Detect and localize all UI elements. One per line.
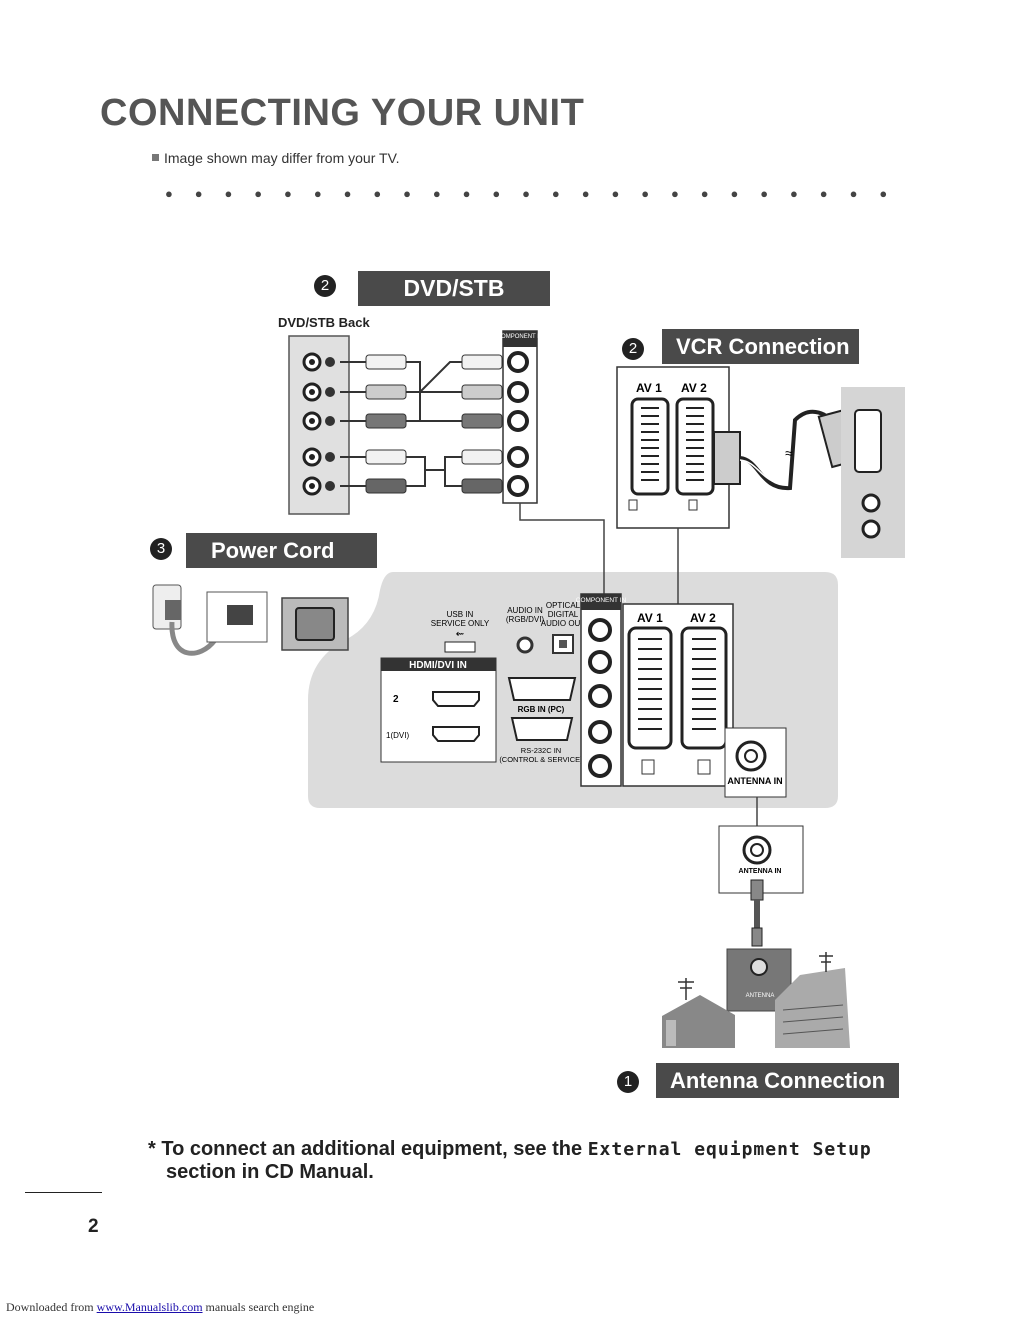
dvd-jack-pb <box>302 382 335 402</box>
hdmi-header <box>381 658 496 671</box>
power-cord-label: Power Cord <box>186 533 377 568</box>
image-note: Image shown may differ from your TV. <box>152 150 400 166</box>
component-in-header-tv <box>581 594 621 610</box>
footnote-prefix: * To connect an additional equipment, se… <box>148 1138 588 1160</box>
plug-icon <box>165 600 181 620</box>
coax-plug <box>750 879 764 901</box>
audio-in-sub-label: (RGB/DVI) <box>506 615 545 624</box>
vcr-device-scart <box>854 409 882 473</box>
image-note-text: Image shown may differ from your TV. <box>164 150 400 166</box>
rs232-label-2: (CONTROL & SERVICE) <box>499 755 583 764</box>
optical-label-1: OPTICAL <box>546 601 581 610</box>
component-in-header-top <box>503 331 537 347</box>
vcr-scart-plug-left <box>713 431 741 485</box>
antenna-step-number: 1 <box>617 1071 639 1093</box>
footnote: * To connect an additional equipment, se… <box>148 1138 872 1183</box>
hdmi-box <box>380 657 497 763</box>
dvd-jack-pr <box>302 411 335 431</box>
rs232-label-1: RS-232C IN <box>521 746 561 755</box>
component-jacks-tv[interactable] <box>588 618 612 778</box>
dvd-jack-y <box>302 352 335 372</box>
hdmi-port-1[interactable] <box>432 726 480 742</box>
audio-in-jack[interactable] <box>516 636 534 654</box>
rgb-in-port[interactable] <box>507 677 577 701</box>
power-step-number: 3 <box>150 538 172 560</box>
dotted-divider: ● ● ● ● ● ● ● ● ● ● ● ● ● ● ● ● ● ● ● ● … <box>165 186 900 200</box>
usb-icon: ⇜ <box>456 629 464 640</box>
usb-port[interactable] <box>444 641 476 653</box>
component-in-text-tv: COMPONENT IN <box>576 597 627 604</box>
dvd-step-number: 2 <box>314 275 336 297</box>
download-prefix: Downloaded from <box>6 1300 97 1314</box>
power-inlet-socket <box>295 607 335 641</box>
tv-av1-label: AV 1 <box>637 611 663 625</box>
coax-cable <box>754 900 760 930</box>
vcr-device-jack-2 <box>861 519 881 539</box>
rs232-port[interactable] <box>510 717 574 741</box>
power-connector <box>227 605 253 625</box>
hdmi-1-label: 1(DVI) <box>386 731 409 740</box>
antenna-connection-label: Antenna Connection <box>656 1063 899 1098</box>
scart-cable <box>739 409 826 491</box>
vcr-scart-av1 <box>630 397 670 496</box>
component-link-line <box>519 503 605 596</box>
dvd-jack-l <box>302 447 335 467</box>
cable-break-mark: ≈ <box>785 445 793 461</box>
dvd-jacks <box>302 352 335 496</box>
vcr-av2-label: AV 2 <box>681 381 707 395</box>
bullet-square-icon <box>152 153 159 161</box>
download-footer: Downloaded from www.Manualslib.com manua… <box>6 1300 314 1315</box>
vcr-step-number: 2 <box>622 338 644 360</box>
usb-in-label: USB IN <box>447 610 474 619</box>
footnote-line2: section in CD Manual. <box>166 1161 374 1183</box>
component-in-text-top: COMPONENT IN <box>497 334 544 340</box>
house-icon <box>662 995 735 1048</box>
dvd-jack-r <box>302 476 335 496</box>
download-suffix: manuals search engine <box>202 1300 315 1314</box>
component-jacks-top <box>507 351 529 497</box>
tv-av2-label: AV 2 <box>690 611 716 625</box>
tv-ground-2 <box>697 759 711 775</box>
rgb-in-label: RGB IN (PC) <box>518 705 565 714</box>
service-only-label: SERVICE ONLY <box>431 619 490 628</box>
rca-plugs <box>365 354 503 494</box>
antenna-wall-label: ANTENNA <box>746 993 775 999</box>
dvd-stb-label: DVD/STB <box>358 271 550 306</box>
audio-in-label: AUDIO IN <box>507 606 543 615</box>
vcr-ground-1 <box>628 499 638 511</box>
page-title: CONNECTING YOUR UNIT <box>100 92 585 134</box>
optical-label-2: DIGITAL <box>548 610 579 619</box>
tv-scart-pins <box>638 638 716 730</box>
vcr-scart-pins <box>641 407 704 481</box>
page-number: 2 <box>88 1216 99 1237</box>
manualslib-link[interactable]: www.Manualslib.com <box>96 1300 203 1314</box>
tv-ground-1 <box>641 759 655 775</box>
vcr-av1-label: AV 1 <box>636 381 662 395</box>
vcr-connection-label: VCR Connection <box>662 329 859 364</box>
hdmi-in-label: HDMI/DVI IN <box>409 660 467 671</box>
page-number-rule <box>25 1192 102 1193</box>
dvd-stb-back-label: DVD/STB Back <box>278 315 370 330</box>
footnote-highlight: External equipment Setup <box>587 1139 872 1160</box>
antenna-in-label: ANTENNA IN <box>727 776 782 786</box>
power-cable <box>169 621 217 656</box>
hdmi-port-2[interactable] <box>432 691 480 707</box>
vcr-ground-2 <box>688 499 698 511</box>
optical-label-3: AUDIO OUT <box>541 619 586 628</box>
vcr-device-jack-1 <box>861 493 881 513</box>
antenna-in-small-label: ANTENNA IN <box>739 868 782 875</box>
rca-cables <box>340 361 462 487</box>
hdmi-2-label: 2 <box>393 694 399 705</box>
